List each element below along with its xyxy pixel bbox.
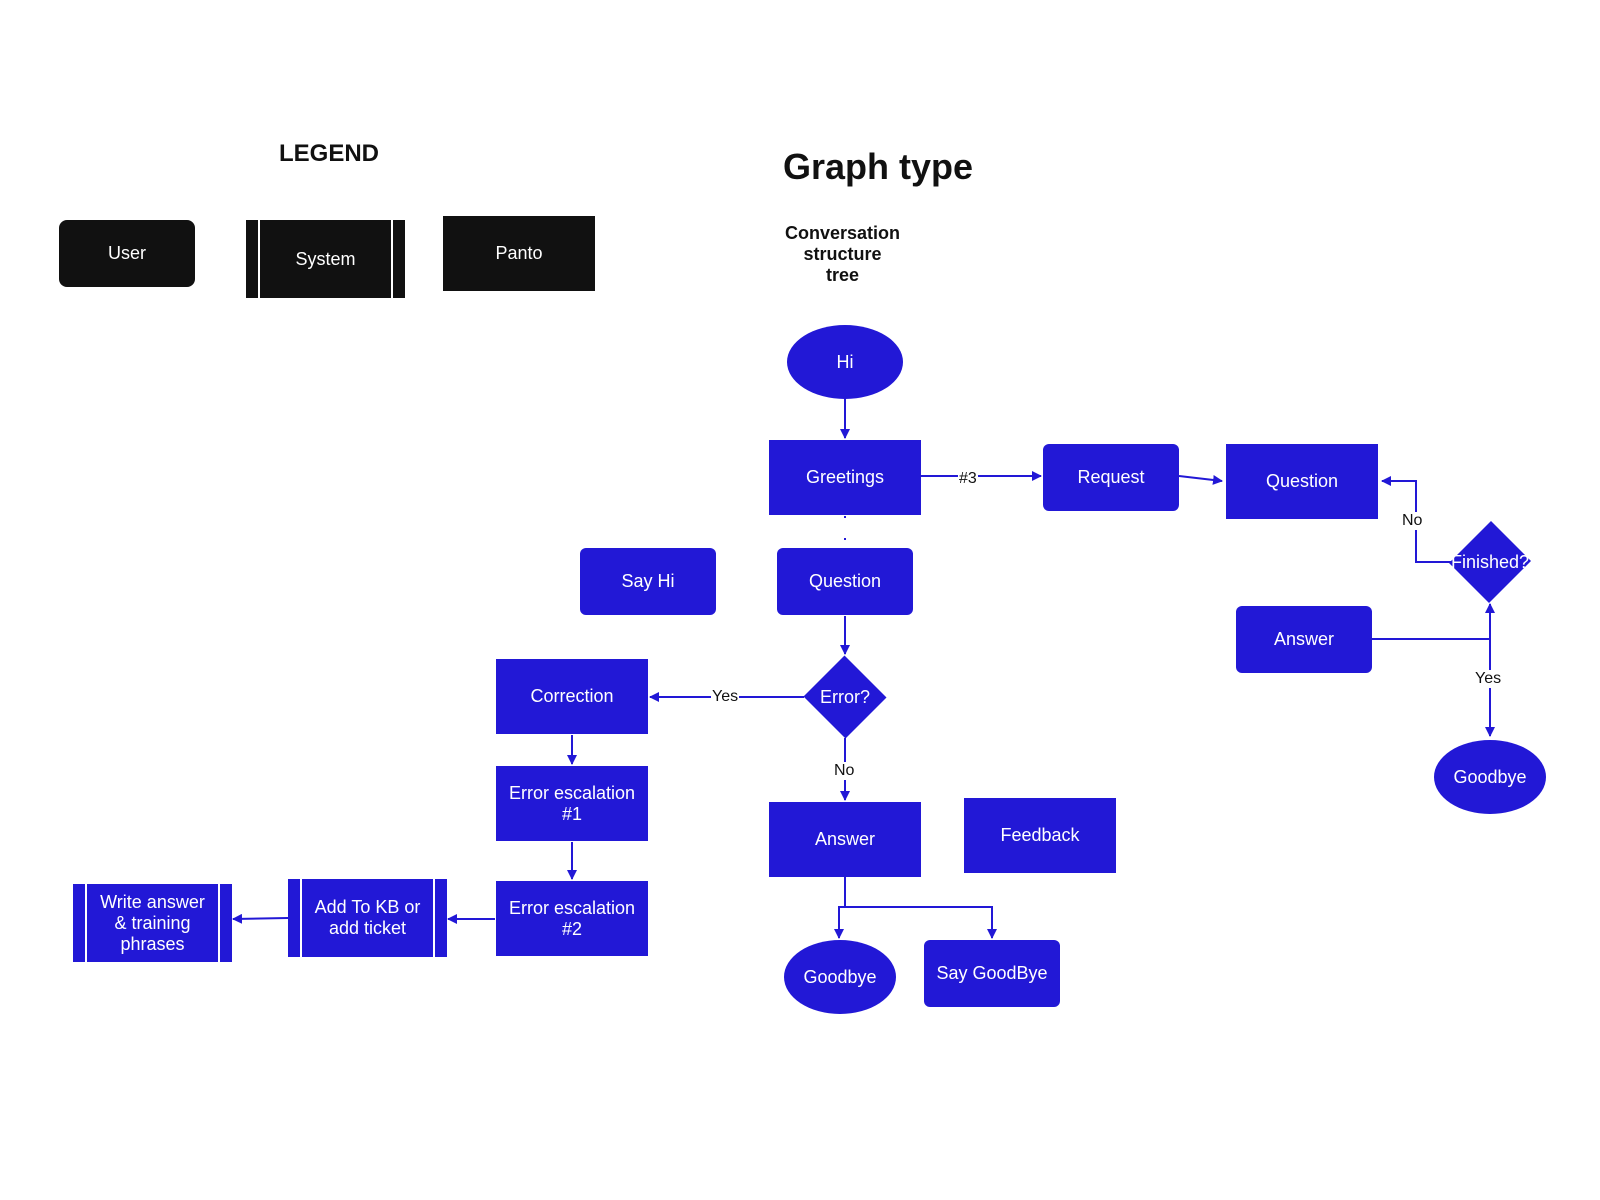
node-say-goodbye[interactable]: Say GoodBye — [924, 940, 1060, 1007]
node-goodbye-right[interactable]: Goodbye — [1434, 740, 1546, 814]
node-write-answer-label: Write answer & training phrases — [100, 891, 205, 954]
node-goodbye[interactable]: Goodbye — [784, 940, 896, 1014]
node-question-top[interactable]: Question — [1226, 444, 1378, 519]
edge-addkb-write — [232, 913, 289, 924]
legend-panto-shape: Panto — [443, 216, 595, 291]
node-answer[interactable]: Answer — [769, 802, 921, 877]
node-finished-label: Finished? — [1450, 551, 1530, 572]
node-answer-label: Answer — [814, 829, 876, 849]
node-add-kb[interactable]: Add To KB or add ticket — [288, 879, 447, 957]
node-escalation-2[interactable]: Error escalation #2 — [496, 881, 648, 956]
node-hi-label: Hi — [836, 351, 854, 372]
node-say-hi-label: Say Hi — [621, 571, 675, 591]
node-goodbye-right-label: Goodbye — [1453, 766, 1527, 787]
node-finished[interactable]: Finished? — [1449, 520, 1531, 604]
node-write-answer[interactable]: Write answer & training phrases — [73, 884, 232, 962]
legend-panto-label: Panto — [495, 243, 543, 263]
node-question-top-label: Question — [1265, 471, 1339, 491]
node-question[interactable]: Question — [777, 548, 913, 615]
legend-system-shape: System — [246, 220, 405, 298]
node-goodbye-label: Goodbye — [803, 966, 877, 987]
node-question-label: Question — [808, 571, 882, 591]
legend-system-label: System — [295, 248, 356, 269]
legend-user-label: User — [107, 243, 146, 263]
graph-title: Graph type — [783, 146, 974, 187]
node-hi[interactable]: Hi — [787, 325, 903, 399]
node-escalation-1[interactable]: Error escalation #1 — [496, 766, 648, 841]
edge-label-error-yes: Yes — [711, 688, 740, 706]
node-feedback[interactable]: Feedback — [964, 798, 1116, 873]
graph-subtitle: Conversation structure tree — [784, 223, 901, 285]
edge-label-finished-no: No — [1401, 512, 1424, 530]
node-say-hi[interactable]: Say Hi — [580, 548, 716, 615]
edge-answer-finished — [1372, 603, 1495, 640]
node-correction[interactable]: Correction — [496, 659, 648, 734]
node-answer-right[interactable]: Answer — [1236, 606, 1372, 673]
node-request[interactable]: Request — [1043, 444, 1179, 511]
node-escalation-1-label: Error escalation #1 — [508, 782, 636, 824]
node-say-goodbye-label: Say GoodBye — [936, 963, 1048, 983]
node-greetings[interactable]: Greetings — [769, 440, 921, 515]
node-answer-right-label: Answer — [1273, 629, 1335, 649]
edge-answer-goodbye — [834, 876, 846, 939]
node-escalation-2-label: Error escalation #2 — [508, 897, 636, 939]
legend-title: LEGEND — [279, 140, 380, 167]
edge-answer-saygoodbye — [845, 906, 997, 939]
node-error[interactable]: Error? — [803, 655, 887, 739]
node-request-label: Request — [1077, 467, 1145, 487]
edge-request-question — [1178, 474, 1223, 485]
edge-label-finished-yes: Yes — [1474, 670, 1503, 688]
node-greetings-label: Greetings — [805, 467, 885, 487]
node-add-kb-label: Add To KB or add ticket — [314, 897, 421, 938]
node-error-label: Error? — [819, 686, 870, 707]
legend-user-shape: User — [59, 220, 195, 287]
node-feedback-label: Feedback — [1000, 825, 1080, 845]
node-correction-label: Correction — [530, 686, 614, 706]
edge-label-hash3: #3 — [958, 470, 978, 488]
edge-label-error-no: No — [833, 762, 856, 780]
